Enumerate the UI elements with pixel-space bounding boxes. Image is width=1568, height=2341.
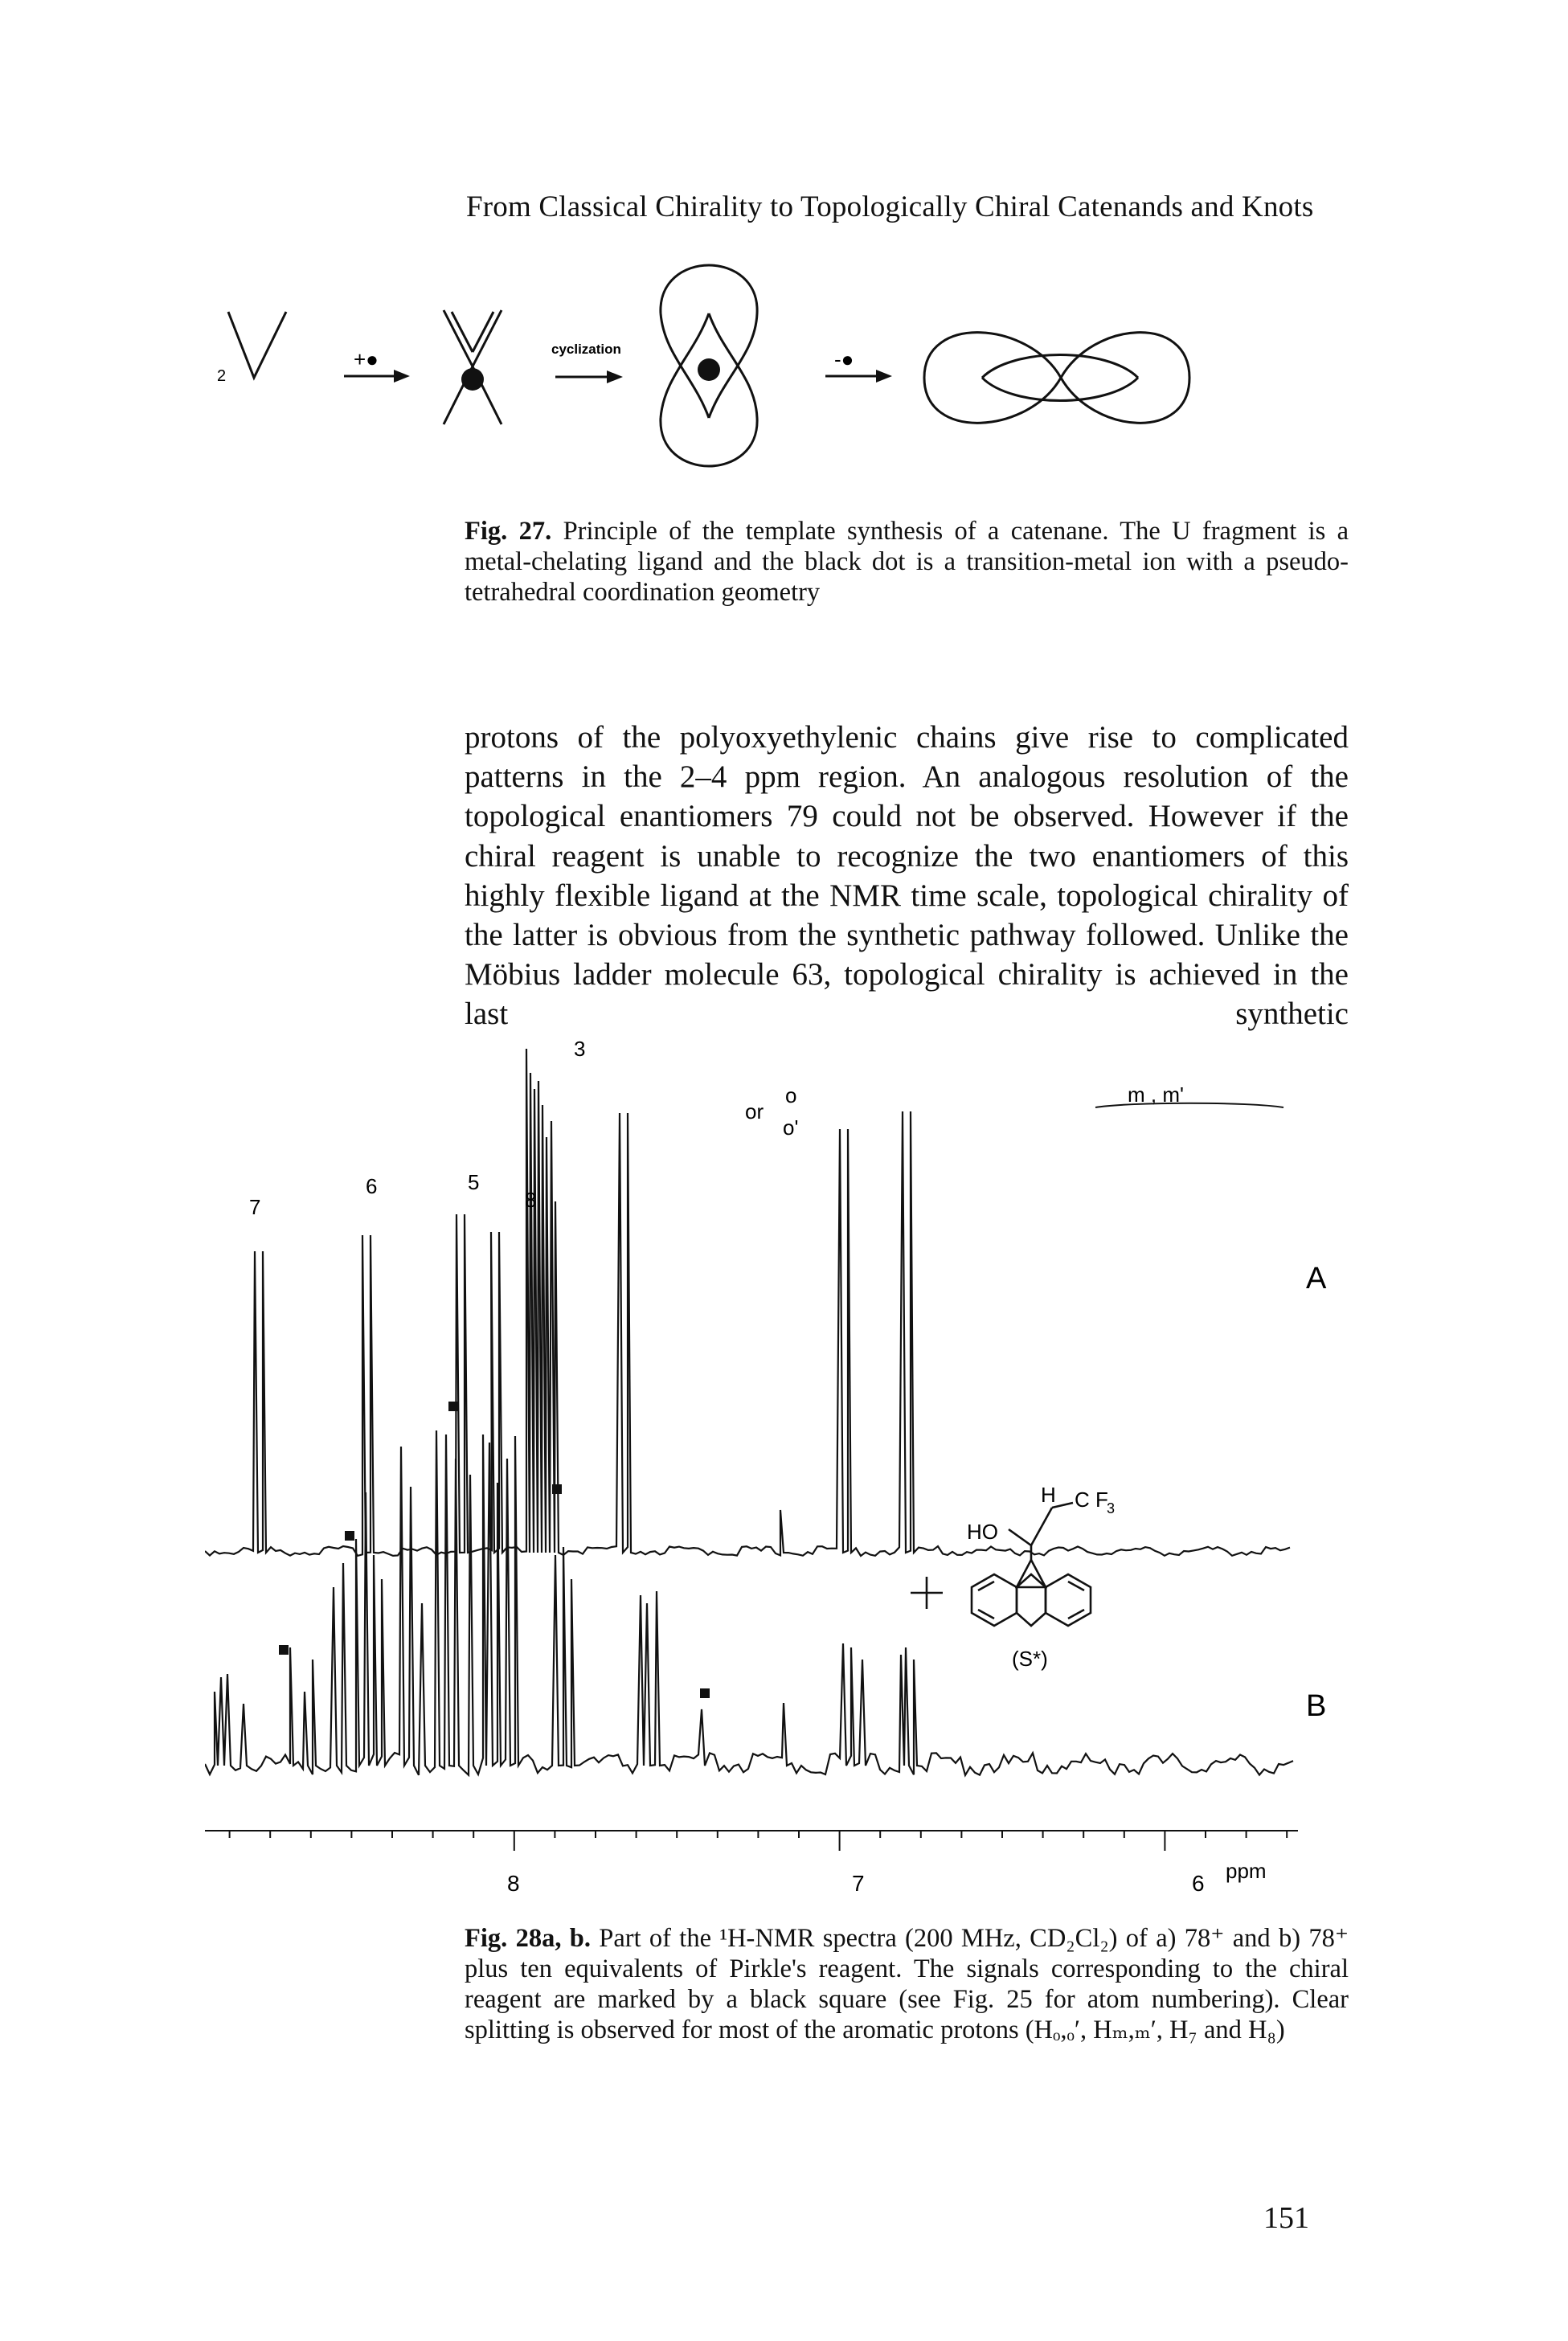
reagent-s-label: (S*)	[1012, 1647, 1048, 1671]
reagent-square-marker	[448, 1402, 458, 1411]
peak-label-7: 7	[249, 1195, 260, 1219]
fig28-nmr-spectra: 7 6 5 8 3 or o o' m , m' A B H C F 3 HO …	[205, 1037, 1327, 1896]
axis-unit-label: ppm	[1226, 1859, 1267, 1883]
arrow-2-label: cyclization	[551, 342, 621, 357]
page-number: 151	[1263, 2201, 1309, 2235]
axis-tick-label-6: 6	[1192, 1871, 1205, 1896]
peak-label-6: 6	[366, 1174, 377, 1198]
reagent-h-label: H	[1041, 1483, 1056, 1507]
catenate-lower-ring-icon	[659, 313, 759, 468]
catenand-icon	[923, 331, 1191, 424]
reagent-square-marker	[552, 1484, 562, 1494]
pirkle-reagent-structure	[911, 1501, 1092, 1627]
peak-label-3: 3	[574, 1037, 585, 1061]
spectrum-trace-b	[205, 1402, 1294, 1778]
reagent-cf3-label: C F	[1075, 1488, 1108, 1512]
catenate-upper-ring-icon	[659, 264, 759, 419]
spectrum-trace-a	[205, 1048, 1291, 1557]
running-head: From Classical Chirality to Topologicall…	[466, 190, 1314, 223]
catenate-metal-ion-icon	[698, 358, 720, 381]
coefficient-label: 2	[217, 367, 226, 385]
fig27-caption: Fig. 27. Principle of the template synth…	[465, 516, 1349, 608]
reagent-ho-label: HO	[967, 1520, 998, 1544]
peak-label-5: 5	[468, 1170, 479, 1194]
axis-tick-label-8: 8	[507, 1871, 520, 1896]
trace-a-label: A	[1306, 1262, 1327, 1295]
fig27-caption-label: Fig. 27.	[465, 517, 552, 546]
peak-label-8: 8	[525, 1188, 536, 1212]
reagent-square-marker	[700, 1688, 710, 1698]
fig27-scheme: 2 +● cyclization -●	[217, 264, 1191, 468]
body-paragraph: protons of the polyoxyethylenic chains g…	[465, 718, 1349, 1034]
reagent-cf3-subscript: 3	[1107, 1500, 1115, 1516]
metal-ion-icon	[461, 368, 484, 391]
peak-label-or: or	[745, 1099, 764, 1123]
body-paragraph-text: protons of the polyoxyethylenic chains g…	[465, 720, 1349, 1032]
u-fragment-icon	[227, 311, 288, 381]
peak-label-o: o	[785, 1083, 796, 1107]
axis-tick-label-7: 7	[852, 1871, 865, 1896]
reagent-square-marker	[345, 1531, 354, 1541]
fig28-caption-label: Fig. 28a, b.	[465, 1924, 591, 1953]
complex-ligand-right-icon	[471, 309, 503, 425]
anthracene-ring-middle-icon	[1015, 1573, 1047, 1627]
fig27-caption-text: Principle of the template synthesis of a…	[465, 517, 1349, 607]
fig28-caption-text: Part of the ¹H-NMR spectra (200 MHz, CD₂…	[465, 1924, 1349, 2044]
trace-b-path	[205, 1430, 1294, 1778]
complex-ligand-left-icon	[442, 309, 474, 425]
peak-label-o-prime: o'	[783, 1115, 798, 1140]
trace-a-path	[205, 1048, 1291, 1557]
fig28-caption: Fig. 28a, b. Part of the ¹H-NMR spectra …	[465, 1923, 1349, 2045]
reagent-square-marker	[279, 1645, 289, 1655]
ppm-axis	[205, 1830, 1298, 1851]
m-m-prime-bracket	[1095, 1102, 1284, 1108]
plus-sign-icon	[911, 1577, 943, 1609]
anthracene-ring-right-icon	[1044, 1573, 1092, 1627]
trace-b-label: B	[1306, 1689, 1326, 1723]
arrow-1-label: +●	[354, 347, 379, 371]
arrow-3-label: -●	[834, 347, 854, 371]
